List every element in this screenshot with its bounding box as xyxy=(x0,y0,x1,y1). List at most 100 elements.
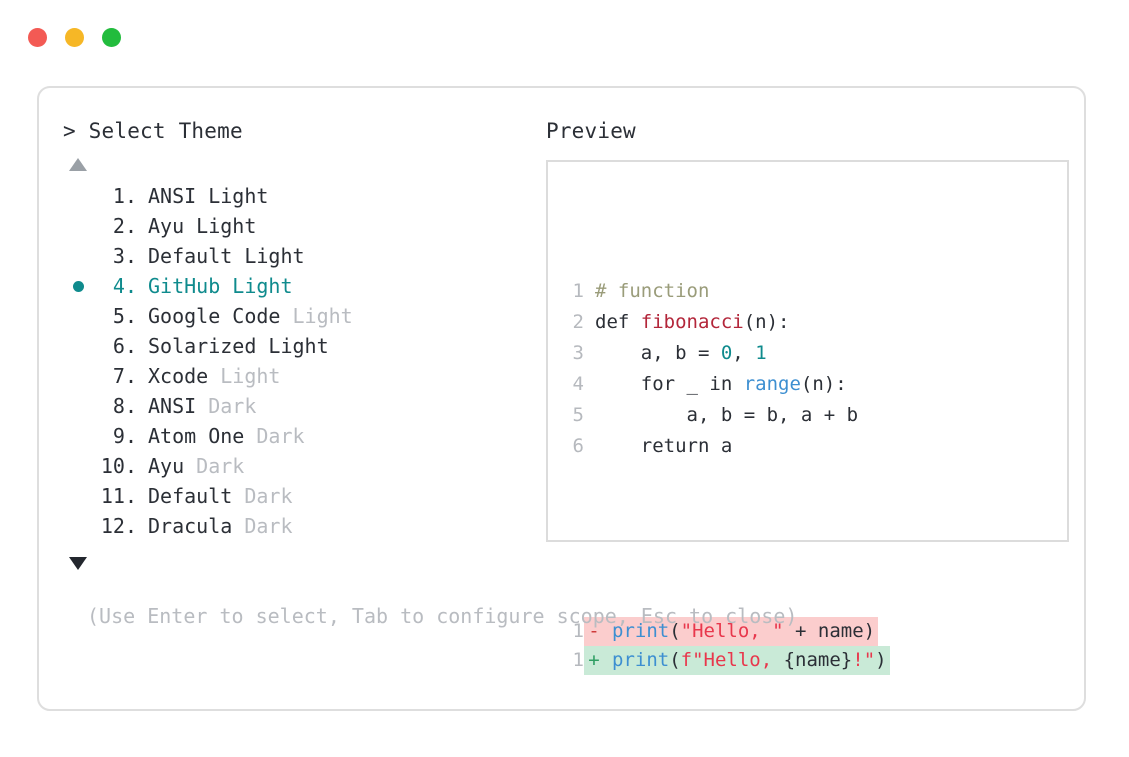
theme-name: Atom One xyxy=(148,424,245,448)
theme-name-spacer xyxy=(184,211,196,241)
code-text: # function xyxy=(595,276,709,307)
code-token: return a xyxy=(595,435,733,457)
diff-line-del: 1-print("Hello, " + name) xyxy=(564,617,1067,646)
diff-highlight: -print("Hello, " + name) xyxy=(584,617,879,646)
window-controls xyxy=(28,28,121,47)
theme-name-spacer xyxy=(196,181,208,211)
theme-name-spacer xyxy=(220,271,232,301)
preview-title: Preview xyxy=(546,119,636,143)
code-token: # function xyxy=(595,280,710,302)
maximize-dot[interactable] xyxy=(102,28,121,47)
theme-name-spacer xyxy=(244,421,256,451)
code-token: f"Hello, xyxy=(680,649,784,671)
close-dot[interactable] xyxy=(28,28,47,47)
theme-list-item[interactable]: 11.Default Dark xyxy=(63,481,541,511)
diff-highlight: +print(f"Hello, {name}!") xyxy=(584,646,890,675)
selection-bullet-cell xyxy=(63,301,93,331)
theme-variant: Dark xyxy=(256,424,305,448)
code-text: for _ in range(n): xyxy=(595,369,847,400)
line-number: 1 xyxy=(572,280,584,302)
code-text: a, b = b, a + b xyxy=(595,400,859,431)
diff-sign: + xyxy=(588,649,600,671)
code-line: 2 def fibonacci(n): xyxy=(564,307,1067,338)
code-token: "Hello, " xyxy=(680,620,784,642)
theme-list-item[interactable]: 1.ANSI Light xyxy=(63,181,541,211)
theme-name: Xcode xyxy=(148,364,209,388)
triangle-down-icon[interactable] xyxy=(69,557,87,570)
theme-list-item[interactable]: 3.Default Light xyxy=(63,241,541,271)
code-token: ) xyxy=(875,649,887,671)
theme-index: 5. xyxy=(112,304,137,328)
code-text: return a xyxy=(595,431,733,462)
theme-index: 9. xyxy=(112,424,137,448)
diff-line-number: 1 xyxy=(572,649,584,671)
theme-index: 12. xyxy=(100,514,137,538)
theme-list-item[interactable]: 8.ANSI Dark xyxy=(63,391,541,421)
diff-line-add: 1+print(f"Hello, {name}!") xyxy=(564,646,1067,675)
theme-list-item[interactable]: 10.Ayu Dark xyxy=(63,451,541,481)
diff-body: 1-print("Hello, " + name)1+print(f"Hello… xyxy=(564,617,1067,675)
theme-variant: Light xyxy=(208,184,269,208)
theme-name: ANSI xyxy=(148,394,197,418)
code-token: , xyxy=(732,342,756,364)
code-token: 0 xyxy=(720,342,733,364)
code-token: fibonacci xyxy=(640,311,744,333)
code-line: 5 a, b = b, a + b xyxy=(564,400,1067,431)
theme-list-item[interactable]: 2. Ayu Light xyxy=(63,211,541,241)
theme-list-item[interactable]: 9. Atom One Dark xyxy=(63,421,541,451)
code-token: {name} xyxy=(783,649,853,671)
minimize-dot[interactable] xyxy=(65,28,84,47)
theme-name-spacer xyxy=(280,301,292,331)
code-token: (n): xyxy=(743,311,790,333)
diff-code: print("Hello, " + name) xyxy=(612,617,875,646)
theme-list-item[interactable]: 12.Dracula Dark xyxy=(63,511,541,541)
code-token: print xyxy=(612,649,670,671)
theme-name-spacer xyxy=(232,481,244,511)
selection-bullet-cell xyxy=(63,181,93,211)
code-token: print xyxy=(612,620,670,642)
code-body: 1 # function 2 def fibonacci(n): 3 a, b = 0,… xyxy=(564,276,1067,462)
theme-variant: Light xyxy=(232,274,293,298)
theme-list-item[interactable]: 7.Xcode Light xyxy=(63,361,541,391)
code-line: 3 a, b = 0, 1 xyxy=(564,338,1067,369)
theme-index: 8. xyxy=(112,394,137,418)
theme-list-item[interactable]: 6.Solarized Light xyxy=(63,331,541,361)
selection-bullet-cell xyxy=(63,511,93,541)
preview-box: 1 # function 2 def fibonacci(n): 3 a, b = 0,… xyxy=(546,160,1069,675)
theme-variant: Light xyxy=(196,214,257,238)
code-text: a, b = 0, 1 xyxy=(595,338,767,369)
theme-variant: Light xyxy=(268,334,329,358)
theme-name-spacer xyxy=(196,391,208,421)
theme-variant: Dark xyxy=(244,484,293,508)
theme-name-spacer xyxy=(232,241,244,271)
diff-line-number: 1 xyxy=(572,620,584,642)
code-spacer xyxy=(564,524,1067,555)
theme-index: 2. xyxy=(112,214,137,238)
code-token: a, b = xyxy=(595,342,721,364)
theme-list-item[interactable]: 4.GitHub Light xyxy=(63,271,541,301)
theme-name-spacer xyxy=(256,331,268,361)
selection-bullet-cell xyxy=(63,241,93,271)
line-number: 5 xyxy=(572,404,584,426)
code-token: !" xyxy=(852,649,876,671)
theme-variant: Light xyxy=(244,244,305,268)
theme-index: 1. xyxy=(112,184,137,208)
triangle-up-icon[interactable] xyxy=(69,158,87,171)
theme-index: 11. xyxy=(100,484,137,508)
theme-index: 6. xyxy=(112,334,137,358)
theme-variant: Dark xyxy=(196,454,245,478)
code-token: ( xyxy=(669,620,681,642)
theme-name-spacer xyxy=(208,361,220,391)
theme-list-item[interactable]: 5.Google Code Light xyxy=(63,301,541,331)
selection-bullet-cell xyxy=(63,481,93,511)
line-number: 2 xyxy=(572,311,584,333)
selection-bullet-cell xyxy=(63,211,93,241)
code-token: def xyxy=(595,311,641,333)
theme-index: 4. xyxy=(112,274,137,298)
theme-index: 10. xyxy=(100,454,137,478)
theme-name: Ayu xyxy=(148,214,185,238)
code-preview: 1 # function 2 def fibonacci(n): 3 a, b = 0,… xyxy=(548,162,1067,737)
